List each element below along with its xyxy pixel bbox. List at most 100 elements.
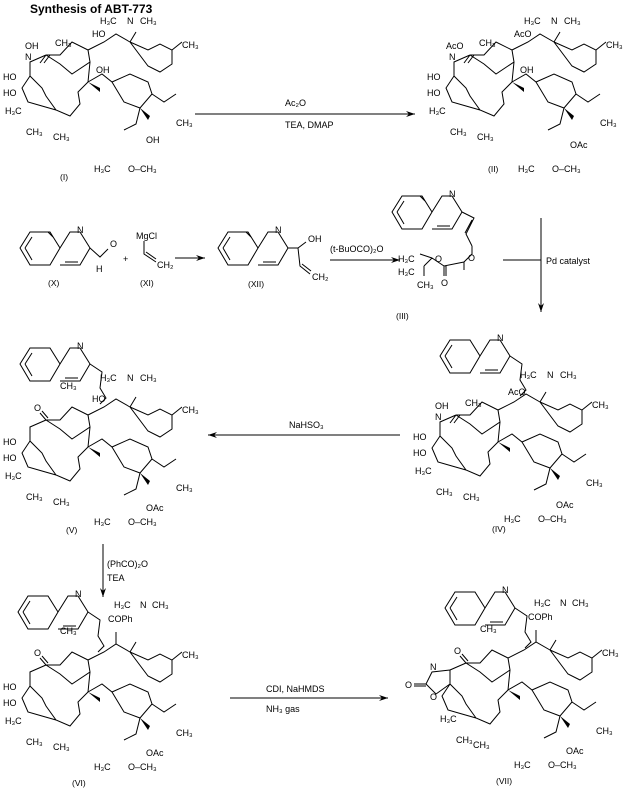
compound-label: (VII) — [496, 776, 512, 786]
group-methoxy: O–CH₃ — [538, 514, 567, 524]
group-methoxy: O–CH₃ — [128, 164, 157, 174]
atom-ch3: CH₃ — [182, 40, 199, 50]
atom-ch3: CH₃ — [26, 492, 43, 502]
compound-label: (X) — [48, 278, 60, 288]
atom-o: O — [468, 253, 475, 263]
atom-nme2: N — [127, 373, 134, 383]
reagent-side: Pd catalyst — [546, 256, 591, 266]
atom-n: N — [25, 52, 32, 62]
atom-oh: OH — [308, 234, 322, 244]
compound-II: AcO N CH₃ OH AcO H₃C N CH₃ CH₃ HO HO H₃C… — [427, 16, 623, 174]
reagent-line1: (PhCO)₂O — [107, 559, 148, 569]
atom-ketone-o: O — [34, 403, 41, 413]
atom-ch3: CH₃ — [152, 600, 169, 610]
arrow-VI-to-VII: CDI, NaHMDS NH₃ gas — [230, 684, 388, 714]
atom-ch2: CH₂ — [157, 260, 174, 270]
atom-h3c: H₃C — [504, 514, 521, 524]
group-oh: HO — [413, 432, 427, 442]
atom-ch3: CH₃ — [53, 742, 70, 752]
atom-h3c: H₃C — [5, 106, 22, 116]
atom-ch3: CH₃ — [463, 492, 480, 502]
atom-h3c: H₃C — [440, 714, 457, 724]
atom-ch3: CH₃ — [26, 737, 43, 747]
atom-h3c: H₃C — [429, 106, 446, 116]
group-methoxy: O–CH₃ — [128, 762, 157, 772]
arrow-I-to-II: Ac₂O TEA, DMAP — [195, 98, 415, 130]
group-oh: HO — [3, 88, 17, 98]
group-benzoyl: COPh — [528, 612, 553, 622]
group-oh: HO — [3, 682, 17, 692]
reagent-above: NaHSO₃ — [289, 420, 324, 430]
atom-ch3: CH₃ — [560, 370, 577, 380]
group-oxime-oh: OH — [25, 41, 39, 51]
compound-VII-core: O N O O CH₃ COPh H₃C N CH₃ CH₃ H₃C CH₃ C… — [405, 598, 619, 786]
atom-ch3: CH₃ — [473, 740, 490, 750]
group-oh: OH — [520, 65, 534, 75]
atom-h3c: H₃C — [520, 370, 537, 380]
atom-ch3: CH₃ — [606, 40, 623, 50]
atom-n: N — [275, 225, 282, 235]
compound-V: N — [19, 341, 107, 405]
reagent-below: NH₃ gas — [266, 704, 300, 714]
atom-ketone-o: O — [454, 646, 461, 656]
atom-ch3: CH₃ — [55, 38, 72, 48]
atom-h3c: H₃C — [100, 373, 117, 383]
atom-h3c: H₃C — [94, 517, 111, 527]
atom-nme2: N — [551, 16, 558, 26]
reagent-above: (t-BuOCO)₂O — [330, 244, 384, 254]
compound-label: (XII) — [248, 279, 264, 289]
atom-ch3: CH₃ — [564, 16, 581, 26]
group-oh: HO — [427, 72, 441, 82]
atom-h3c: H₃C — [398, 267, 415, 277]
group-oh: HO — [3, 453, 17, 463]
atom-ch3: CH₃ — [182, 405, 199, 415]
group-oh: HO — [413, 448, 427, 458]
atom-o: O — [110, 239, 117, 249]
group-cladinose-oac: OAc — [566, 746, 584, 756]
atom-ch2: CH₂ — [312, 272, 329, 282]
atom-ch3: CH₃ — [176, 728, 193, 738]
atom-n: N — [435, 412, 442, 422]
atom-h3c: H₃C — [5, 471, 22, 481]
group-oh: HO — [3, 72, 17, 82]
reagent-above: Ac₂O — [285, 98, 306, 108]
atom-h3c: H₃C — [94, 762, 111, 772]
atom-carbamate-n: N — [430, 662, 437, 672]
group-cladinose-oac: OAc — [556, 500, 574, 510]
group-oh: HO — [427, 88, 441, 98]
atom-ch3: CH₃ — [456, 735, 473, 745]
compound-IV-core: OH N CH₃ AcO H₃C N CH₃ CH₃ HO HO H₃C CH₃… — [413, 370, 609, 534]
group-methoxy: O–CH₃ — [128, 517, 157, 527]
compound-label: (I) — [60, 172, 68, 182]
group-sugar-oac: AcO — [508, 387, 526, 397]
group-methoxy: O–CH₃ — [548, 760, 577, 770]
group-cladinose-oac: OAc — [146, 503, 164, 513]
atom-ch3: CH₃ — [176, 118, 193, 128]
arrow-XII-to-III: (t-BuOCO)₂O — [330, 244, 400, 263]
atom-o: O — [435, 254, 442, 264]
atom-n: N — [75, 589, 82, 599]
atom-h3c: H₃C — [114, 600, 131, 610]
compound-XI: MgCl CH₂ (XI) — [136, 231, 174, 288]
scheme-title: Synthesis of ABT-773 — [30, 2, 153, 16]
atom-h3c: H₃C — [534, 598, 551, 608]
atom-ketone-o: O — [34, 648, 41, 658]
compound-IV: N — [439, 333, 527, 397]
group-cladinose-oh: OH — [146, 135, 160, 145]
plus-sign: + — [123, 254, 128, 264]
atom-n: N — [77, 341, 84, 351]
atom-ch3: CH₃ — [479, 38, 496, 48]
compound-X: N O H (X) — [19, 225, 117, 288]
group-sugar-oh: HO — [92, 29, 106, 39]
atom-h3c: H₃C — [398, 254, 415, 264]
atom-h3c: H₃C — [5, 716, 22, 726]
compound-XII: N OH CH₂ (XII) — [217, 225, 329, 289]
atom-ch3: CH₃ — [53, 132, 70, 142]
arrow-V-to-VI: (PhCO)₂O TEA — [100, 544, 148, 597]
atom-h3c: H₃C — [415, 466, 432, 476]
atom-ch3: CH₃ — [53, 497, 70, 507]
group-oh: HO — [3, 698, 17, 708]
atom-h: H — [96, 264, 103, 274]
atom-nme2: N — [547, 370, 554, 380]
atom-n: N — [449, 52, 456, 62]
